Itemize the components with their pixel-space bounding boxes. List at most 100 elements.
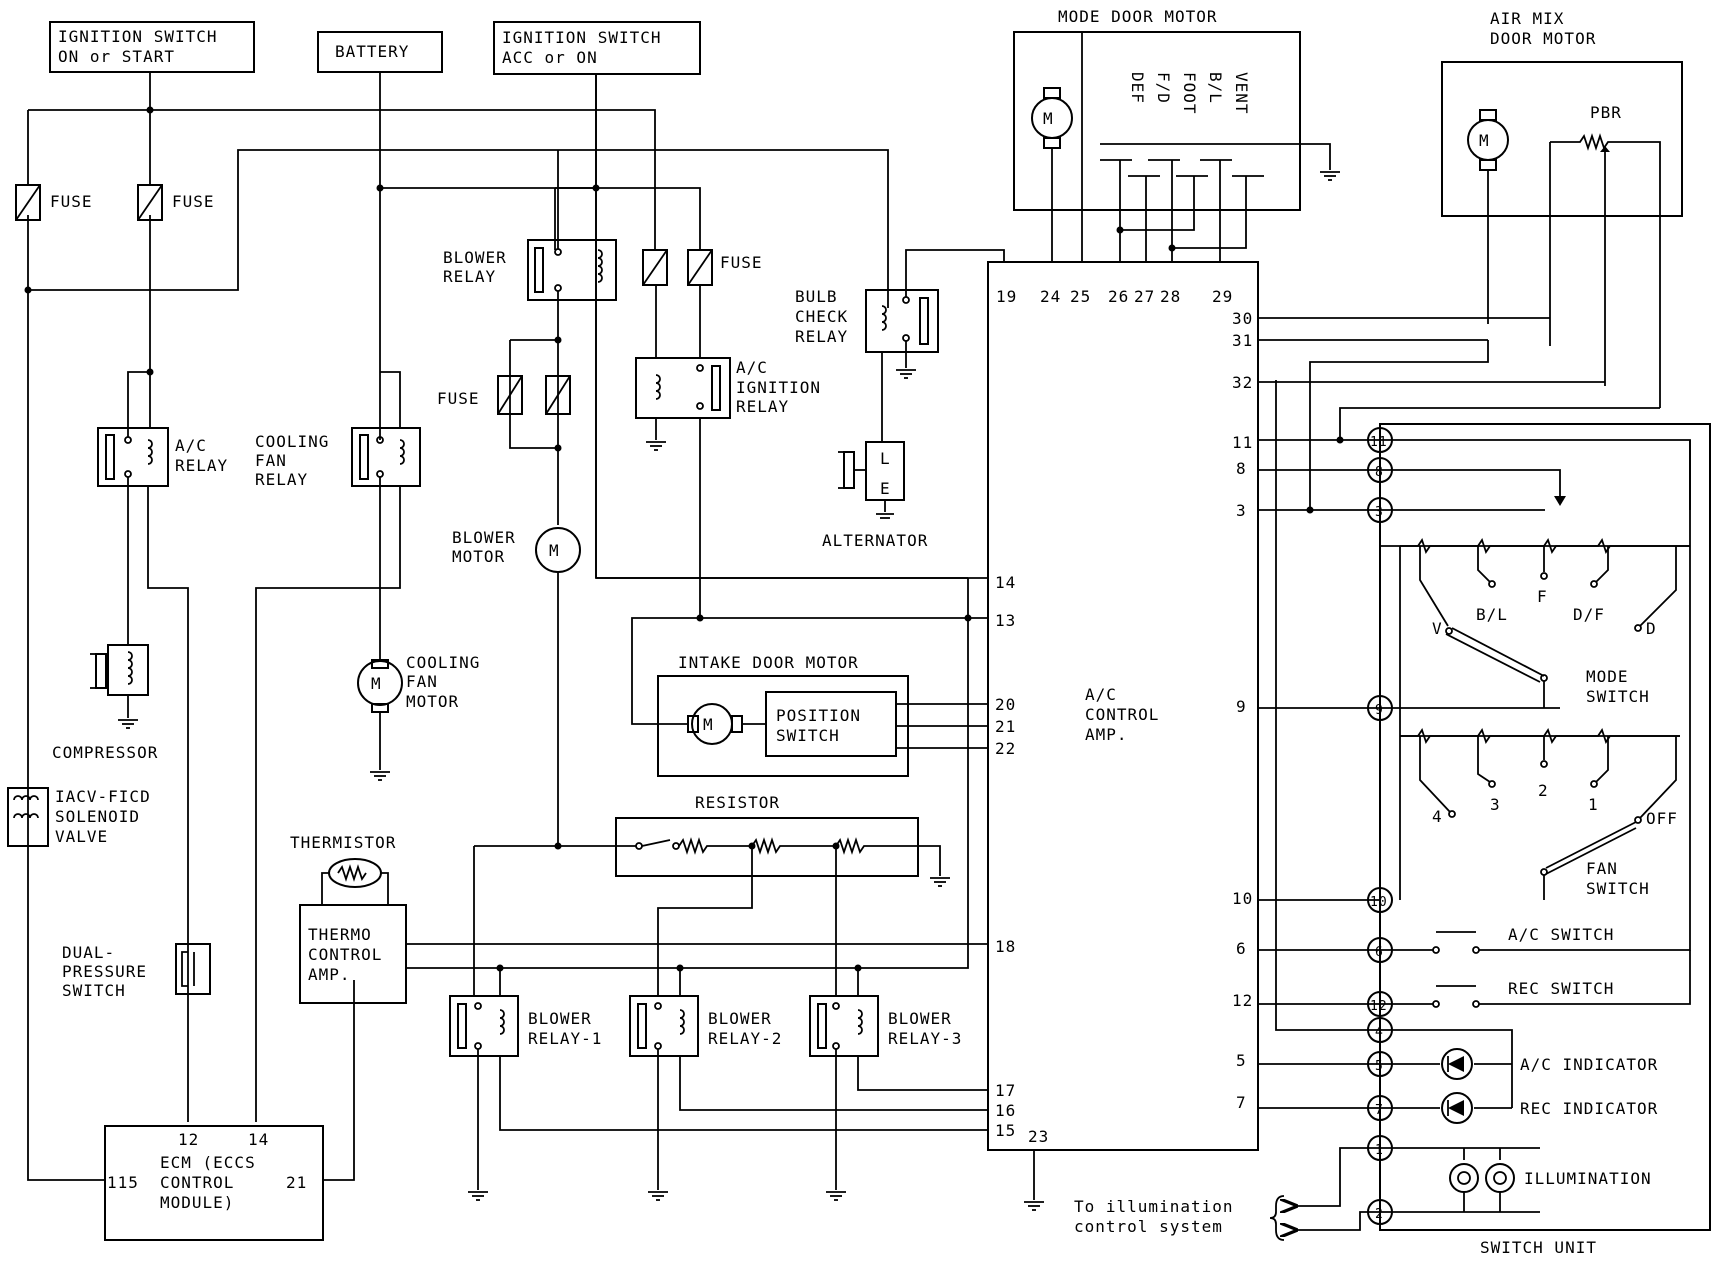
svg-text:14: 14	[995, 573, 1016, 592]
svg-text:1: 1	[1375, 1143, 1384, 1158]
svg-text:F/D: F/D	[1154, 72, 1173, 104]
svg-text:DUAL-: DUAL-	[62, 943, 115, 962]
fuse-4: FUSE	[687, 249, 762, 286]
cooling-fan-relay: COOLING FAN RELAY	[255, 371, 421, 1122]
air-mix-door-motor: AIR MIX DOOR MOTOR M PBR	[1258, 9, 1683, 514]
bulb-check-relay: BULB CHECK RELAY	[795, 249, 1005, 442]
svg-text:RELAY: RELAY	[255, 470, 308, 489]
svg-text:INTAKE DOOR MOTOR: INTAKE DOOR MOTOR	[678, 653, 859, 672]
svg-text:29: 29	[1212, 287, 1233, 306]
svg-text:BLOWER: BLOWER	[888, 1009, 952, 1028]
switch-node-3: 3	[1367, 497, 1393, 523]
svg-text:SWITCH: SWITCH	[62, 981, 126, 1000]
svg-text:RELAY-2: RELAY-2	[708, 1029, 782, 1048]
fuse-2: FUSE	[137, 184, 215, 221]
svg-text:OFF: OFF	[1646, 809, 1678, 828]
switch-node-11: 11	[1367, 427, 1393, 453]
blower-relay-2: BLOWER RELAY-2	[629, 964, 988, 1201]
svg-text:D/F: D/F	[1573, 605, 1605, 624]
svg-text:17: 17	[995, 1081, 1016, 1100]
svg-text:8: 8	[1236, 459, 1247, 478]
svg-text:5: 5	[1236, 1051, 1247, 1070]
svg-text:MODE: MODE	[1586, 667, 1629, 686]
svg-text:27: 27	[1134, 287, 1155, 306]
svg-text:FUSE: FUSE	[437, 389, 480, 408]
svg-text:3: 3	[1490, 795, 1501, 814]
svg-text:CONTROL: CONTROL	[160, 1173, 234, 1192]
svg-text:COOLING: COOLING	[406, 653, 480, 672]
svg-text:VALVE: VALVE	[55, 827, 108, 846]
blower-relay: BLOWER RELAY	[443, 150, 617, 340]
svg-text:L: L	[880, 449, 891, 468]
svg-text:30: 30	[1232, 309, 1253, 328]
svg-text:IGNITION SWITCH: IGNITION SWITCH	[502, 28, 662, 47]
thermistor: THERMISTOR	[290, 833, 396, 905]
svg-text:31: 31	[1232, 331, 1253, 350]
svg-text:9: 9	[1375, 703, 1384, 718]
svg-text:M: M	[1479, 131, 1490, 150]
svg-text:REC INDICATOR: REC INDICATOR	[1520, 1099, 1658, 1118]
svg-text:M: M	[371, 674, 382, 693]
svg-text:BLOWER: BLOWER	[443, 248, 507, 267]
ecm-module: 12 14 115 21 ECM (ECCS CONTROL MODULE)	[104, 980, 355, 1241]
amp-input-wiring	[595, 74, 988, 622]
svg-text:4: 4	[1432, 807, 1443, 826]
svg-text:19: 19	[996, 287, 1017, 306]
svg-text:ALTERNATOR: ALTERNATOR	[822, 531, 928, 550]
svg-text:MODE DOOR MOTOR: MODE DOOR MOTOR	[1058, 7, 1218, 26]
svg-text:ILLUMINATION: ILLUMINATION	[1524, 1169, 1652, 1188]
fuse-1: FUSE	[15, 184, 92, 221]
compressor: COMPRESSOR	[52, 644, 157, 762]
battery-source: BATTERY	[317, 31, 443, 73]
svg-text:AMP.: AMP.	[1085, 725, 1128, 744]
svg-text:A/C: A/C	[736, 358, 768, 377]
svg-text:FOOT: FOOT	[1180, 72, 1199, 115]
svg-text:E: E	[880, 479, 891, 498]
svg-text:RELAY: RELAY	[443, 267, 496, 286]
svg-text:28: 28	[1160, 287, 1181, 306]
svg-text:6: 6	[1375, 945, 1384, 960]
blower-motor: M BLOWER MOTOR	[452, 527, 581, 850]
svg-text:PRESSURE: PRESSURE	[62, 962, 147, 981]
switch-node-7: 7	[1367, 1095, 1393, 1121]
svg-text:FAN: FAN	[255, 451, 287, 470]
fuse-3	[642, 249, 668, 286]
svg-text:D: D	[1646, 619, 1657, 638]
ac-ignition-relay: A/C IGNITION RELAY	[635, 285, 820, 618]
svg-text:M: M	[1043, 109, 1054, 128]
switch-node-12: 12	[1367, 991, 1393, 1017]
svg-text:BULB: BULB	[795, 287, 838, 306]
svg-text:MODULE): MODULE)	[160, 1193, 234, 1212]
ignition-switch-acc-source: IGNITION SWITCH ACC or ON	[493, 21, 701, 75]
resistor-block: RESISTOR	[473, 793, 950, 996]
svg-text:DEF: DEF	[1128, 72, 1147, 104]
svg-text:SWITCH: SWITCH	[1586, 879, 1650, 898]
svg-text:16: 16	[995, 1101, 1016, 1120]
svg-text:ECM (ECCS: ECM (ECCS	[160, 1153, 256, 1172]
svg-text:PBR: PBR	[1590, 103, 1622, 122]
svg-text:6: 6	[1236, 939, 1247, 958]
svg-text:BLOWER: BLOWER	[528, 1009, 592, 1028]
switch-node-10: 10	[1367, 887, 1393, 913]
ignition-switch-start-source: IGNITION SWITCH ON or START	[49, 21, 255, 73]
svg-text:A/C: A/C	[1085, 685, 1117, 704]
svg-text:A/C: A/C	[175, 436, 207, 455]
svg-text:SOLENOID: SOLENOID	[55, 807, 140, 826]
svg-text:F: F	[1537, 587, 1548, 606]
svg-text:11: 11	[1370, 435, 1388, 450]
switch-node-6: 6	[1367, 937, 1393, 963]
svg-text:THERMISTOR: THERMISTOR	[290, 833, 396, 852]
svg-text:2: 2	[1538, 781, 1549, 800]
svg-text:FUSE: FUSE	[172, 192, 215, 211]
svg-text:32: 32	[1232, 373, 1253, 392]
svg-text:SWITCH: SWITCH	[776, 726, 840, 745]
svg-text:21: 21	[286, 1173, 307, 1192]
dual-pressure-switch: DUAL- PRESSURE SWITCH	[62, 943, 211, 1000]
switch-node-2: 2	[1367, 1199, 1393, 1225]
svg-text:FAN: FAN	[406, 672, 438, 691]
svg-text:AMP.: AMP.	[308, 965, 351, 984]
svg-text:12: 12	[1232, 991, 1253, 1010]
svg-text:ACC or ON: ACC or ON	[502, 48, 598, 67]
svg-text:1: 1	[1588, 795, 1599, 814]
